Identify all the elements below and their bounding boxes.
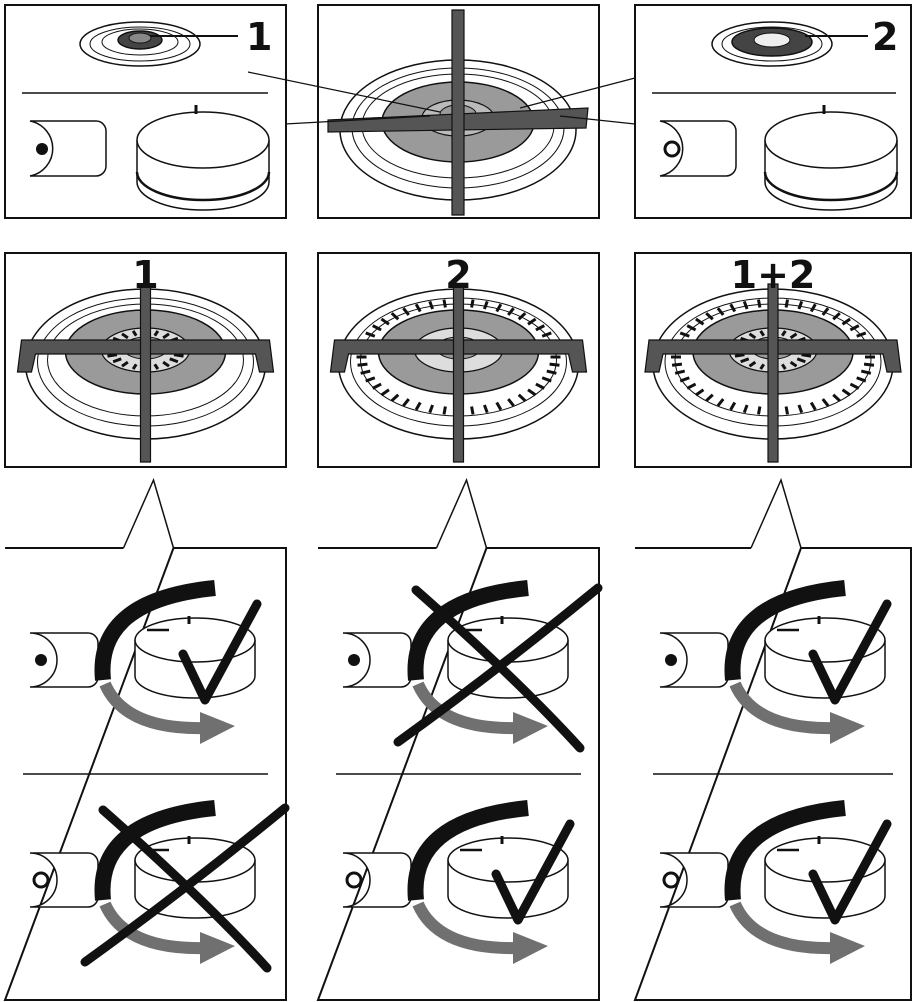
callout-pointer (124, 480, 174, 548)
panel-knob-rotation-2 (318, 548, 599, 1000)
knob (765, 105, 897, 210)
label-flame-setting: 1+2 (731, 253, 816, 297)
inner-ring-symbol-icon (660, 633, 728, 687)
label-flame-setting: 1 (132, 253, 158, 297)
panel-flame-setting-2: 2 (318, 253, 599, 467)
outer-ring-symbol-icon (30, 853, 98, 907)
callout-pointer (437, 480, 487, 548)
panel-burner-overview (318, 5, 599, 218)
label-outer-ring: 2 (872, 15, 898, 59)
knob (137, 105, 269, 210)
panel-flame-setting-3: 1+2 (635, 253, 911, 467)
panel-knob-rotation-3 (635, 548, 911, 1000)
inner-ring-symbol-icon (30, 633, 98, 687)
outer-ring-symbol-icon (660, 853, 728, 907)
callout-pointer (751, 480, 801, 548)
panel-outer-ring: 2 (635, 5, 911, 218)
outer-ring-symbol-icon (343, 853, 411, 907)
label-inner-ring: 1 (246, 15, 272, 59)
panel-inner-ring: 1 (5, 5, 286, 218)
inner-ring-symbol-icon (343, 633, 411, 687)
panel-flame-setting-1: 1 (5, 253, 286, 467)
label-flame-setting: 2 (445, 253, 471, 297)
panel-knob-rotation-1 (5, 548, 286, 1000)
